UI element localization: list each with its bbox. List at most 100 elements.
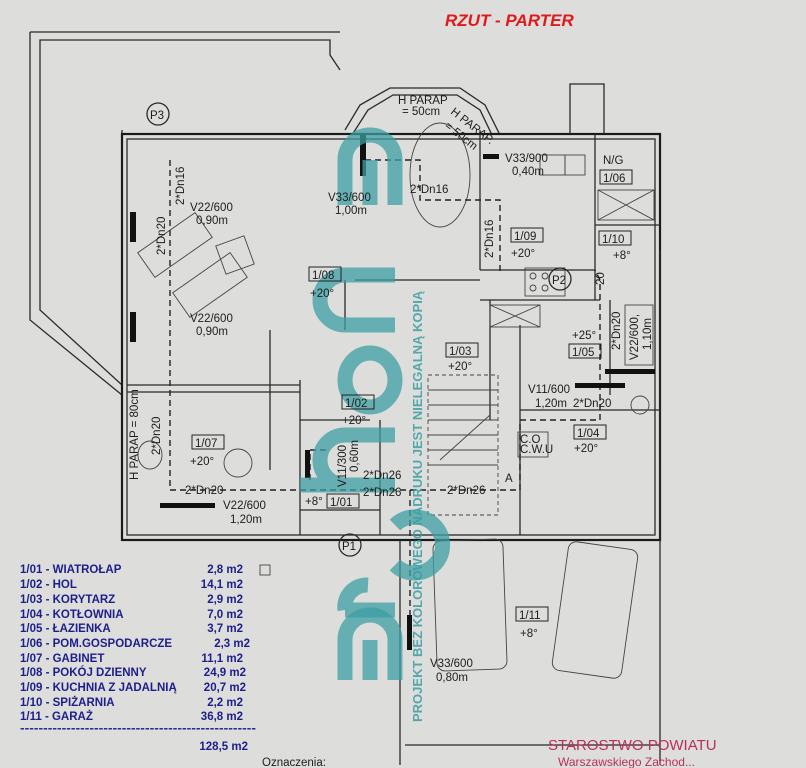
legend-area: 2,9 m2	[207, 594, 243, 606]
pipe-label-dn26-a: 2*Dn26	[363, 470, 401, 482]
legend-area: 7,0 m2	[207, 609, 243, 621]
parapet-note-a-title: H PARAP	[398, 95, 448, 107]
boiler-labels: C.O C.W.U	[517, 431, 553, 458]
legend-room: 1/03 - KORYTARZ	[20, 594, 115, 606]
legend-room: 1/07 - GABINET	[20, 653, 104, 665]
radiator-study	[160, 503, 215, 508]
radiator-dining	[360, 134, 366, 176]
room-1-02-temp: +20°	[342, 415, 366, 427]
radiator-dining-type: V33/600	[328, 192, 371, 204]
room-1-10-temp: +8°	[613, 250, 631, 262]
radiator-garage-type: V33/600	[430, 658, 473, 670]
radiator-study-type: V22/600	[223, 500, 266, 512]
room-1-01-temp: +8°	[305, 496, 323, 508]
legend-room: 1/11 - GARAŻ	[20, 710, 93, 723]
pipe-label-dn16-a: 2*Dn16	[175, 167, 187, 205]
parapet-notes: H PARAP = 50cm H PARAP. = 50cm H PARAP =…	[129, 95, 496, 480]
legend-separator: ----------------------------------------…	[20, 723, 256, 735]
radiator-boiler-room	[575, 383, 625, 388]
marker-p3-circle	[146, 102, 170, 126]
pipe-label-dn26-c: 2*Dn26	[447, 485, 485, 497]
legend-area: 3,7 m2	[207, 623, 243, 635]
room-1-04-code: 1/04	[577, 428, 600, 440]
parapet-note-c: H PARAP = 80cm	[129, 389, 141, 480]
pipe-labels: 2*Dn16 2*Dn16 2*Dn16 2*Dn20 2*Dn20 2*Dn2…	[151, 167, 623, 499]
room-1-07-code: 1/07	[195, 438, 217, 450]
legend-area: 24,9 m2	[204, 667, 246, 679]
bay-window	[344, 87, 501, 136]
boiler-cwu-label: C.W.U	[520, 444, 553, 456]
pipe-label-dn20-d: 2*Dn20	[611, 312, 623, 350]
legend-row: 1/05 - ŁAZIENKA 3,7 m2	[20, 623, 243, 635]
radiator-lr2-len: 0,90m	[196, 326, 228, 338]
radiator-lr1-type: V22/600	[190, 202, 233, 214]
radiator-bathroom-len: 1,10m	[642, 318, 654, 350]
legend-room: 1/09 - KUCHNIA Z JADALNIĄ	[20, 682, 177, 694]
legend-area: 20,7 m2	[204, 682, 246, 694]
marker-p1-circle	[338, 533, 362, 557]
legend-row: 1/01 - WIATROŁAP 2,8 m2	[20, 564, 243, 576]
radiator-bathroom	[605, 369, 655, 374]
marker-a: A	[505, 473, 513, 485]
furniture	[137, 122, 655, 679]
pipe-label-dn20-a: 2*Dn20	[156, 217, 168, 255]
pipe-label-dn20-b: 2*Dn20	[151, 417, 163, 455]
stamp-line1: STAROSTWO POWIATU	[548, 737, 717, 754]
room-1-05-code: 1/05	[572, 347, 594, 359]
room-1-06-code: 1/06	[603, 173, 625, 185]
room-1-01-code: 1/01	[330, 497, 352, 509]
pipe-label-dn26-b: 2*Dn26	[363, 487, 401, 499]
radiator-hall-len: 0,60m	[349, 440, 361, 472]
legend-area: 2,2 m2	[207, 697, 243, 709]
room-1-06-note: N/G	[603, 155, 624, 167]
radiator-hall	[305, 450, 310, 478]
legend-room: 1/06 - POM.GOSPODARCZE	[20, 638, 172, 650]
room-1-11-code: 1/11	[519, 610, 541, 622]
legend-area: 2,8 m2	[207, 564, 243, 576]
legend-row: 1/09 - KUCHNIA Z JADALNIĄ 20,7 m2	[20, 682, 246, 694]
legend-room: 1/05 - ŁAZIENKA	[20, 623, 111, 635]
markers: P3 P2 P1 A	[146, 102, 572, 557]
legend-row: 1/10 - SPIŻARNIA 2,2 m2	[20, 696, 243, 709]
radiator-dining-len: 1,00m	[335, 205, 367, 217]
radiator-boiler-len: 1,20m	[535, 398, 567, 410]
watermark-notice: PROJEKT BEZ KOLOROWEGO NADRUKU JEST NIEL…	[410, 290, 425, 722]
legend-room: 1/10 - SPIŻARNIA	[20, 696, 115, 709]
pipe-label-20: 20	[595, 272, 607, 285]
boiler-co-label: C.O	[520, 434, 541, 446]
room-1-03-code: 1/03	[449, 346, 471, 358]
marker-p2: P2	[552, 275, 566, 287]
room-1-02-code: 1/02	[345, 398, 367, 410]
legend-row: 1/06 - POM.GOSPODARCZE 2,3 m2	[20, 638, 250, 650]
room-labels: 1/08 +20° N/G 1/06 1/09 +20° 1/10 +8° +2…	[190, 155, 633, 640]
radiator-study-len: 1,20m	[230, 514, 262, 526]
room-1-09-temp: +20°	[511, 248, 535, 260]
legend-row: 1/03 - KORYTARZ 2,9 m2	[20, 594, 243, 606]
room-1-03-temp: +20°	[448, 361, 472, 373]
radiator-garage	[407, 615, 412, 650]
marker-p1: P1	[342, 541, 356, 553]
legend-area: 36,8 m2	[201, 711, 243, 723]
radiator-kitchen-len: 0,40m	[512, 166, 544, 178]
legend-area: 14,1 m2	[201, 579, 243, 591]
room-1-05-temp: +25°	[572, 330, 596, 342]
stamp-line2: Warszawskiego Zachod...	[558, 755, 695, 768]
legend-room: 1/01 - WIATROŁAP	[20, 564, 122, 576]
staircase	[427, 374, 499, 516]
room-1-10-code: 1/10	[602, 234, 624, 246]
radiator-kitchen	[483, 154, 499, 159]
room-1-04-temp: +20°	[574, 443, 598, 455]
room-1-08-code: 1/08	[312, 270, 334, 282]
legend-area: 2,3 m2	[214, 638, 250, 650]
legend-room: 1/04 - KOTŁOWNIA	[20, 609, 124, 621]
room-1-09-code: 1/09	[514, 231, 536, 243]
legend-total: 128,5 m2	[199, 741, 248, 753]
official-stamp: STAROSTWO POWIATU Warszawskiego Zachod..…	[548, 737, 717, 768]
parapet-note-a-value: = 50cm	[402, 106, 440, 118]
